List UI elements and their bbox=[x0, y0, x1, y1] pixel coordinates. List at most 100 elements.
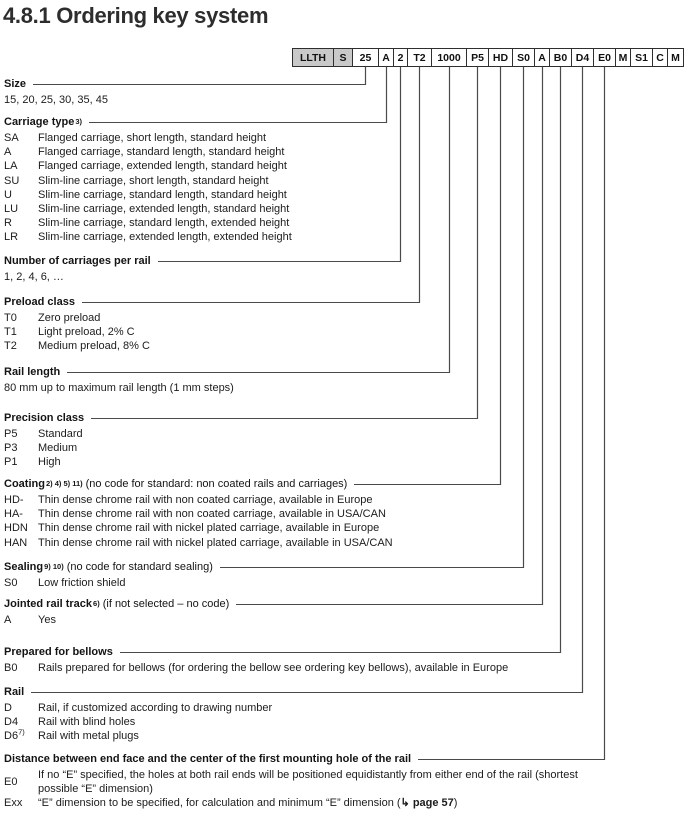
section-header-rail: Rail bbox=[4, 685, 583, 698]
description-main: Yes bbox=[38, 614, 56, 626]
section-title: Distance between end face and the center… bbox=[4, 752, 412, 765]
code-text: A bbox=[4, 614, 12, 626]
code-text: T2 bbox=[4, 340, 17, 353]
description-text: Slim-line carriage, extended length, ext… bbox=[38, 230, 387, 244]
description-main: Rail, if customized according to drawing… bbox=[38, 702, 273, 714]
code-text: HDN bbox=[4, 522, 28, 535]
section-title: Size bbox=[4, 77, 27, 90]
description-main: Thin dense chrome rail with nickel plate… bbox=[38, 536, 393, 549]
description-main: Rail with metal plugs bbox=[38, 730, 139, 743]
description-text: Yes bbox=[38, 613, 543, 627]
section-header-size: Size bbox=[4, 77, 366, 90]
description-main: Light preload, 2% C bbox=[38, 326, 135, 339]
key-box-17-m: M bbox=[667, 48, 684, 67]
code-row: LA Flanged carriage, extended length, sta… bbox=[4, 159, 387, 173]
key-box-0-llth: LLTH bbox=[292, 48, 334, 67]
key-box-9-s0: S0 bbox=[512, 48, 535, 67]
description-main: Thin dense chrome rail with non coated c… bbox=[38, 494, 373, 506]
description-main: Rails prepared for bellows (for ordering… bbox=[38, 662, 509, 674]
code-row: 15, 20, 25, 30, 35, 45 bbox=[4, 93, 366, 107]
code-cell: Exx bbox=[4, 796, 38, 810]
code-text: HD- bbox=[4, 494, 24, 506]
connector-rule bbox=[354, 484, 501, 485]
code-text: LU bbox=[4, 203, 19, 216]
code-text: T1 bbox=[4, 326, 17, 339]
description-text: Rail with metal plugs bbox=[38, 729, 583, 743]
description-text: 15, 20, 25, 30, 35, 45 bbox=[4, 93, 366, 107]
description-text: Rails prepared for bellows (for ordering… bbox=[38, 661, 561, 675]
code-text: LA bbox=[4, 160, 18, 173]
description-text: Rail with blind holes bbox=[38, 715, 583, 729]
code-row: HAN Thin dense chrome rail with nickel pl… bbox=[4, 536, 501, 550]
section-note: (no code for standard: non coated rails … bbox=[85, 477, 348, 490]
code-text: D6 bbox=[4, 730, 19, 743]
section-rows: 1, 2, 4, 6, … bbox=[4, 270, 401, 284]
code-text: P3 bbox=[4, 442, 18, 455]
description-text: Thin dense chrome rail with non coated c… bbox=[38, 493, 501, 507]
page-title: 4.8.1 Ordering key system bbox=[3, 3, 269, 28]
description-text: Thin dense chrome rail with nickel plate… bbox=[38, 521, 501, 535]
description-main: Slim-line carriage, short length, standa… bbox=[38, 174, 269, 187]
description-main: 15, 20, 25, 30, 35, 45 bbox=[4, 94, 108, 106]
description-main: Flanged carriage, extended length, stand… bbox=[38, 160, 287, 173]
footnote-superscript: 7) bbox=[18, 727, 25, 737]
key-box-16-c: C bbox=[652, 48, 668, 67]
section-header-prepared-for-bellows: Prepared for bellows bbox=[4, 645, 561, 658]
section-title: Number of carriages per rail bbox=[4, 254, 151, 267]
page-57-link[interactable]: ↳ page 57 bbox=[400, 797, 454, 810]
code-cell: LR bbox=[4, 230, 38, 244]
key-box-5-t2: T2 bbox=[407, 48, 432, 67]
code-row: HD- Thin dense chrome rail with non coate… bbox=[4, 493, 501, 507]
connector-rule bbox=[119, 652, 561, 653]
connector-rule bbox=[33, 84, 366, 85]
section-note: (if not selected – no code) bbox=[102, 597, 230, 610]
key-box-13-e0: E0 bbox=[593, 48, 616, 67]
description-text: Slim-line carriage, standard length, ext… bbox=[38, 216, 387, 230]
section-title: Coating bbox=[4, 477, 45, 490]
code-text: HAN bbox=[4, 536, 28, 549]
code-cell: R bbox=[4, 216, 38, 230]
key-box-1-s: S bbox=[333, 48, 353, 67]
connector-rule bbox=[81, 302, 420, 303]
description-text: Flanged carriage, short length, standard… bbox=[38, 131, 387, 145]
description-main: Rail with blind holes bbox=[38, 716, 136, 729]
connector-rule bbox=[418, 759, 605, 760]
key-box-10-a: A bbox=[534, 48, 550, 67]
section-header-rail-length: Rail length bbox=[4, 365, 450, 378]
description-text: Medium preload, 8% C bbox=[38, 339, 420, 353]
code-cell: P1 bbox=[4, 455, 38, 469]
description-text: “E” dimension to be specified, for calcu… bbox=[38, 796, 605, 810]
section-rows: HD- Thin dense chrome rail with non coate… bbox=[4, 493, 501, 550]
code-row: HDN Thin dense chrome rail with nickel pl… bbox=[4, 521, 501, 535]
code-text: P1 bbox=[4, 456, 18, 469]
description-text: Flanged carriage, extended length, stand… bbox=[38, 159, 387, 173]
description-text: Standard bbox=[38, 427, 478, 441]
section-rows: A Yes bbox=[4, 613, 543, 627]
code-row: LU Slim-line carriage, extended length, s… bbox=[4, 202, 387, 216]
section-size: Size 15, 20, 25, 30, 35, 45 bbox=[4, 77, 366, 107]
description-main: Flanged carriage, short length, standard… bbox=[38, 132, 267, 144]
code-cell: T2 bbox=[4, 339, 38, 353]
connector-rule bbox=[91, 418, 478, 419]
description-text: Slim-line carriage, extended length, sta… bbox=[38, 202, 387, 216]
description-main: Thin dense chrome rail with non coated c… bbox=[38, 508, 386, 521]
section-title: Rail length bbox=[4, 365, 61, 378]
code-cell: D67) bbox=[4, 729, 38, 743]
section-title: Prepared for bellows bbox=[4, 645, 113, 658]
code-cell: A bbox=[4, 613, 38, 627]
code-cell: T0 bbox=[4, 311, 38, 325]
description-main: 1, 2, 4, 6, … bbox=[4, 271, 64, 283]
section-title: Precision class bbox=[4, 411, 85, 424]
connector-rule bbox=[67, 372, 450, 373]
description-text: Slim-line carriage, standard length, sta… bbox=[38, 188, 387, 202]
